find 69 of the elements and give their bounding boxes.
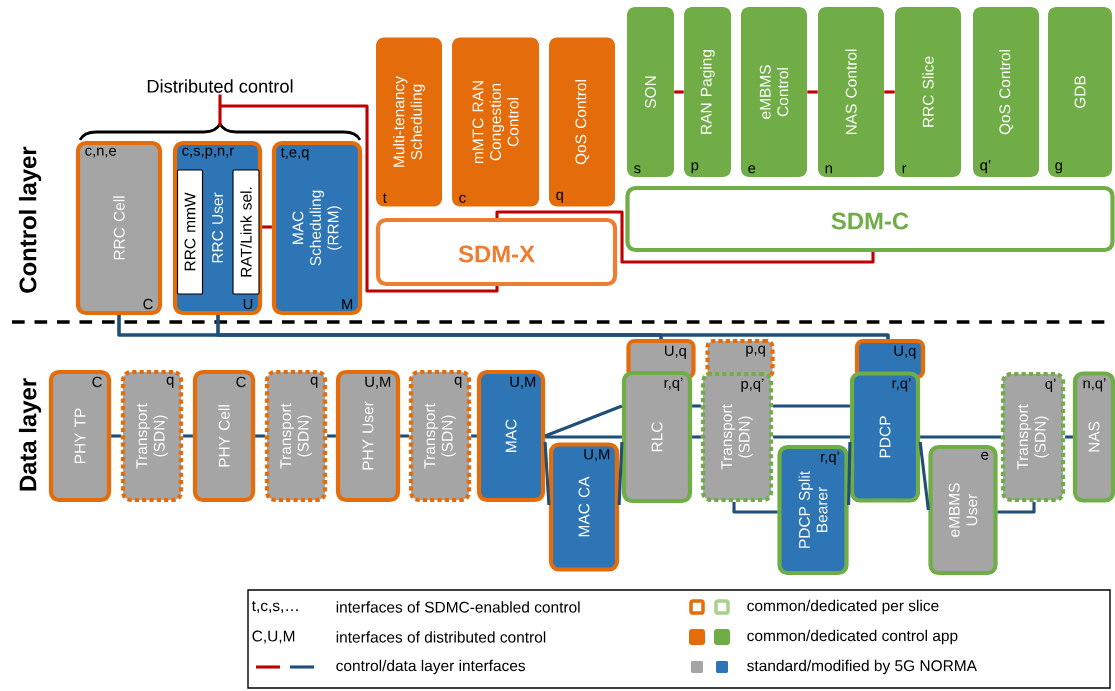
connector: [692, 435, 701, 439]
connector: [111, 434, 121, 438]
connector: [1065, 435, 1073, 439]
control-app-box: RAN Paging p: [684, 7, 731, 177]
connector: [183, 434, 193, 438]
function-box: PDCP Split Bearer r,q’: [777, 444, 849, 576]
legend-text: interfaces of distributed control: [336, 631, 546, 643]
legend-text: control/data layer interfaces: [336, 659, 526, 675]
connector: [847, 441, 852, 506]
function-box: RLC r,q’: [621, 370, 693, 504]
connector: [545, 435, 622, 439]
connector: [544, 404, 623, 438]
transport-box: Transport (SDN) q: [408, 369, 472, 503]
controller-box: SDM-X: [375, 217, 618, 287]
connector: [327, 434, 336, 438]
legend-text: interfaces of SDMC-enabled control: [336, 601, 580, 613]
connector: [732, 502, 778, 514]
control-app-box: SON s: [627, 7, 674, 177]
connector: [543, 441, 551, 506]
connector: [216, 315, 890, 340]
legend-key: t,c,s,…: [251, 601, 298, 613]
layer-label: Control layer: [18, 146, 42, 293]
connector: [692, 404, 701, 408]
control-app-box: NAS Control n: [818, 7, 884, 177]
connector: [255, 434, 265, 438]
function-box: MAC Scheduling (RRM) t,e,q M: [271, 140, 363, 316]
transport-box: Transport (SDN) q’: [1000, 371, 1066, 503]
connector: [773, 435, 850, 439]
controller-box: SDM-C: [625, 185, 1115, 253]
group-label: Distributed control: [147, 79, 293, 93]
control-app-box: Multi-tenancy Scheduling t: [376, 37, 442, 207]
legend-key: C,U,M: [252, 630, 295, 644]
function-box: MAC U,M: [476, 369, 546, 503]
connector: [262, 225, 272, 229]
function-box: PHY Cell C: [192, 369, 256, 503]
control-app-box: QoS Control q: [549, 37, 615, 207]
transport-box: Transport (SDN) p,q’: [700, 371, 774, 503]
connector: [920, 435, 1001, 439]
control-app-box: eMBMS Control e: [741, 7, 807, 177]
control-app-box: QoS Control q’: [973, 7, 1039, 177]
connector: [773, 404, 850, 408]
transport-box: p,q: [705, 338, 775, 380]
function-box: NAS n,q’: [1072, 371, 1115, 503]
connector: [884, 90, 895, 94]
legend-text: standard/modified by 5G NORMA: [747, 659, 977, 675]
legend-text: common/dedicated control app: [747, 629, 958, 645]
connector: [495, 210, 875, 264]
connector: [471, 434, 477, 438]
legend-text: common/dedicated per slice: [747, 599, 939, 615]
connector: [400, 434, 409, 438]
control-app-box: RRC Slice r: [895, 7, 961, 177]
transport-box: Transport (SDN) q: [120, 369, 184, 503]
function-box: MAC CA U,M: [548, 442, 620, 572]
connector: [674, 90, 684, 94]
control-app-box: mMTC RAN Congestion Control c: [452, 37, 540, 207]
function-box: PDCP r,q’: [849, 371, 921, 503]
control-app-box: GDB g: [1048, 7, 1112, 177]
connector: [918, 441, 930, 511]
function-box: eMBMS User e: [928, 444, 998, 576]
sub-function-box: RAT/Link sel.: [232, 169, 260, 295]
connector: [997, 502, 1036, 514]
function-box: RRC Cell c,n,e C: [75, 140, 163, 316]
connector: [218, 92, 499, 293]
function-box: PHY User U,M: [335, 369, 401, 503]
sub-function-box: RRC mmW: [176, 169, 204, 295]
function-box: PHY TP C: [48, 369, 112, 503]
transport-box: Transport (SDN) q: [264, 369, 328, 503]
connector: [617, 441, 624, 506]
connector: [807, 90, 818, 94]
